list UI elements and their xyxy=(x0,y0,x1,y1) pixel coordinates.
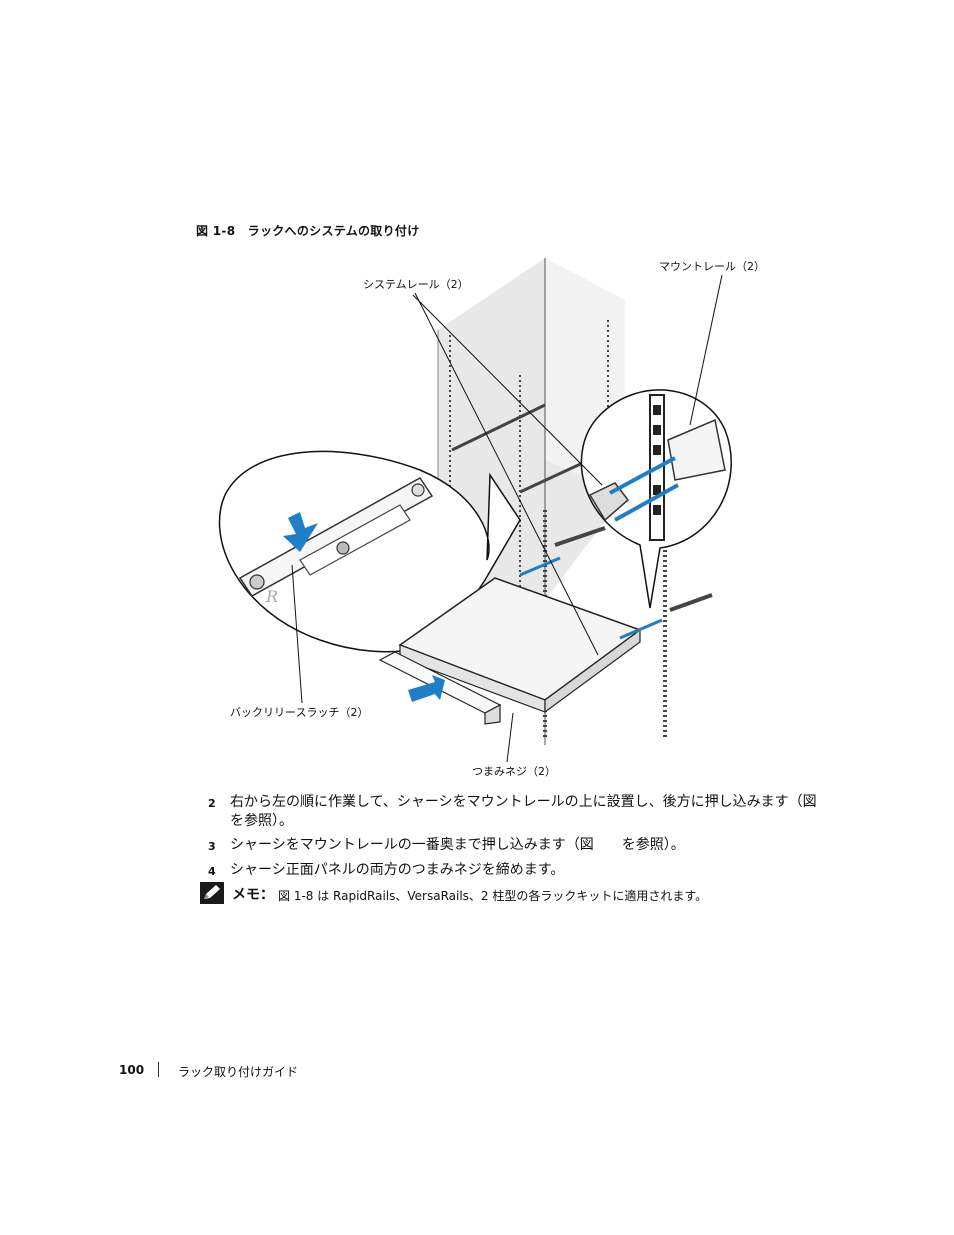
callout-mount-rail: マウントレール（2） xyxy=(659,260,765,273)
page-footer: 100 ラック取り付けガイド xyxy=(0,1062,954,1083)
callout-thumbscrew: つまみネジ（2） xyxy=(472,765,556,778)
step-text: 右から左の順に作業して、シャーシをマウントレールの上に設置し、後方に押し込みます… xyxy=(230,794,845,829)
callout-back-release-latch: バックリリースラッチ（2） xyxy=(230,706,369,719)
rack-installation-illustration: R xyxy=(218,258,732,763)
callout-system-rail: システムレール（2） xyxy=(363,278,469,291)
note-label: メモ： xyxy=(232,887,274,903)
page-number: 100 xyxy=(119,1063,145,1077)
step-text: シャーシ正面パネルの両方のつまみネジを締めます。 xyxy=(230,862,565,878)
step-text: シャーシをマウントレールの一番奥まで押し込みます（図 を参照）。 xyxy=(230,837,685,853)
mount-rail-detail-bubble xyxy=(580,389,732,609)
footer-divider xyxy=(158,1062,159,1077)
figure-caption: 図 1-8 ラックへのシステムの取り付け xyxy=(196,224,420,238)
callout-leaders xyxy=(291,274,723,763)
footer-title: ラック取り付けガイド xyxy=(178,1065,299,1079)
step-number: 4 xyxy=(208,865,216,878)
rack-cabinet xyxy=(437,258,713,745)
step-number: 3 xyxy=(208,840,216,853)
push-down-arrow-icon xyxy=(283,512,318,552)
pencil-note-icon xyxy=(200,882,224,904)
push-in-arrow-icon xyxy=(408,675,445,702)
step-number: 2 xyxy=(208,797,216,810)
latch-letter-r: R xyxy=(265,587,278,606)
note-text: 図 1-8 は RapidRails、VersaRails、2 柱型の各ラックキ… xyxy=(278,889,708,903)
server-chassis xyxy=(378,556,663,725)
